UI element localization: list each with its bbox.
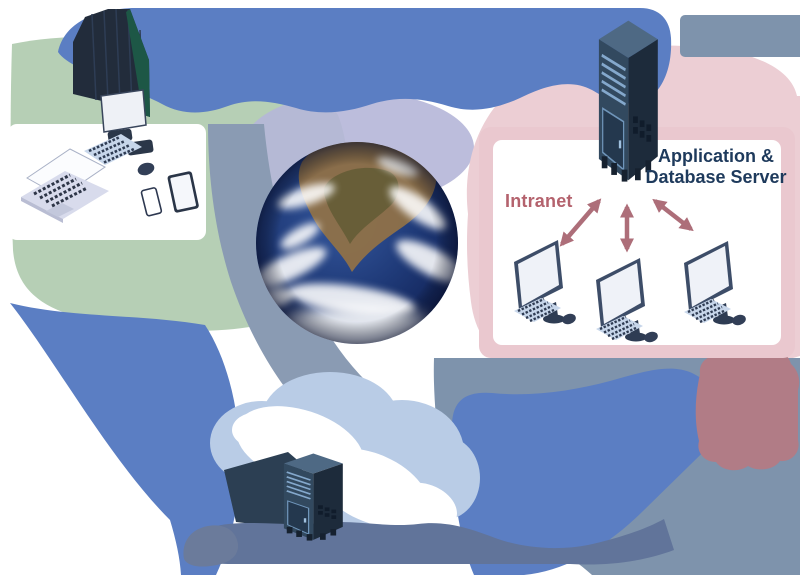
keyboard-icon (84, 134, 142, 165)
rose-blob (695, 347, 800, 471)
monitor-back-icon (73, 8, 155, 176)
server-shadow (224, 452, 302, 530)
smartphone-icon (140, 187, 163, 217)
tablet-icon (167, 171, 199, 213)
double-arrow-icon (652, 198, 694, 232)
earth-icon (256, 142, 458, 344)
web-server-icon (282, 452, 344, 542)
intranet-label: Intranet (505, 191, 573, 211)
double-arrow-icon (559, 198, 602, 247)
dark-band-end (183, 525, 239, 567)
blue-arrow-bottom-right (451, 368, 738, 575)
app-db-server-label: Application & Database Server (645, 146, 787, 187)
devices-card (8, 8, 206, 240)
blue-arrow-bottom-left (10, 303, 240, 575)
grey-band-top-right (680, 15, 800, 57)
mouse-icon (137, 162, 155, 176)
intranet-arrows (559, 198, 694, 253)
blue-arrow-top (58, 8, 672, 113)
laptop-icon (21, 148, 109, 223)
